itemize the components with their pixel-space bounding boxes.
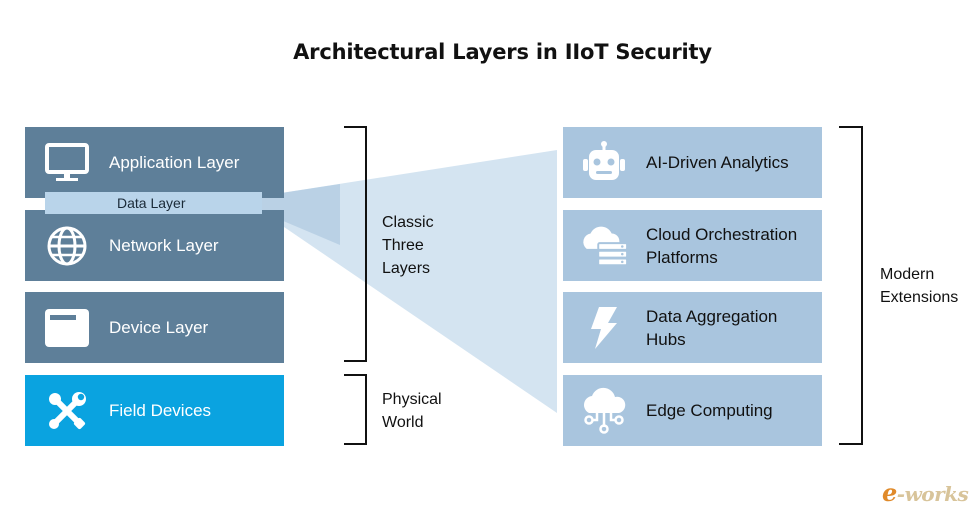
edge-computing-label: Edge Computing bbox=[646, 401, 773, 420]
data-aggregation-hubs-box: Data Aggregation Hubs bbox=[563, 292, 822, 363]
edge-computing-box: Edge Computing bbox=[563, 375, 822, 446]
network-layer-box: Network Layer bbox=[25, 210, 284, 281]
classic-three-layers-label: Classic Three Layers bbox=[382, 214, 434, 277]
physical-world-label: Physical World bbox=[382, 391, 442, 431]
globe-icon bbox=[43, 222, 91, 270]
tools-icon bbox=[43, 387, 91, 435]
classic-layers-brace bbox=[344, 126, 367, 362]
data-layer-label: Data Layer bbox=[117, 195, 186, 211]
network-layer-label: Network Layer bbox=[109, 235, 219, 255]
lightning-icon bbox=[579, 303, 629, 353]
ai-driven-analytics-box: AI-Driven Analytics bbox=[563, 127, 822, 198]
field-devices-label: Field Devices bbox=[109, 400, 212, 420]
cloud-orchestration-box: Cloud Orchestration Platforms bbox=[563, 210, 822, 281]
modern-extensions-brace bbox=[839, 126, 863, 445]
field-devices-box: Field Devices bbox=[25, 375, 284, 446]
ai-driven-analytics-label: AI-Driven Analytics bbox=[646, 153, 789, 172]
window-icon bbox=[43, 304, 91, 352]
device-layer-label: Device Layer bbox=[109, 317, 209, 337]
modern-extensions-label: Modern Extensions bbox=[880, 266, 959, 306]
monitor-icon bbox=[43, 139, 91, 187]
robot-icon bbox=[579, 138, 629, 188]
projection-funnel-inner bbox=[262, 184, 340, 245]
eworks-watermark: e-works bbox=[882, 478, 969, 507]
physical-world-brace bbox=[344, 374, 367, 445]
device-layer-box: Device Layer bbox=[25, 292, 284, 363]
diagram-title: Architectural Layers in IIoT Security bbox=[293, 40, 712, 64]
data-layer-bar: Data Layer bbox=[45, 192, 262, 214]
application-layer-box: Application Layer bbox=[25, 127, 284, 198]
application-layer-label: Application Layer bbox=[109, 152, 240, 172]
cloud-server-icon bbox=[579, 221, 629, 271]
cloud-orchestration-label: Cloud Orchestration Platforms bbox=[646, 224, 798, 267]
cloud-network-icon bbox=[579, 386, 629, 436]
data-aggregation-hubs-label: Data Aggregation Hubs bbox=[646, 306, 778, 349]
